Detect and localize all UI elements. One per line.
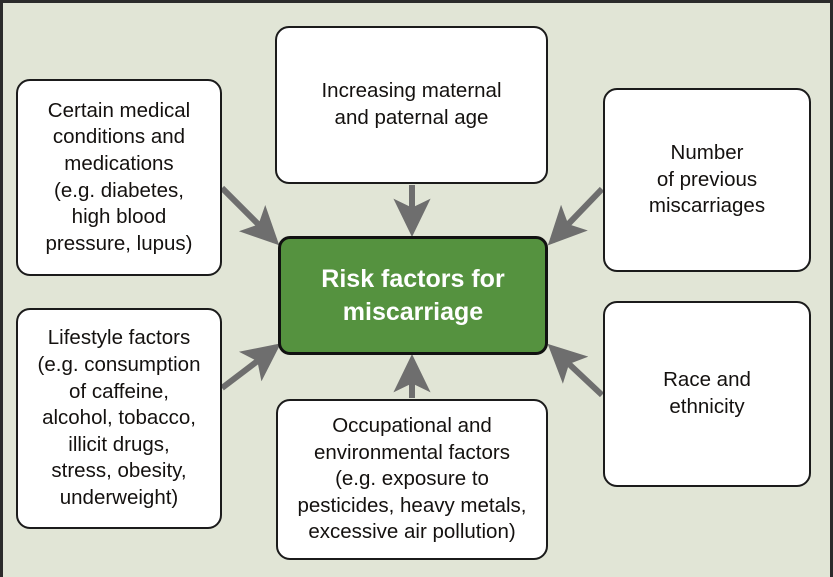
arrow-previous-to-center [547, 186, 605, 246]
arrow-medical-to-center [219, 185, 280, 246]
arrow-lifestyle-to-center [220, 343, 281, 391]
arrow-race-to-center [547, 343, 605, 398]
node-center-risk-factors-for-miscarriage[interactable]: Risk factors for miscarriage [278, 236, 548, 355]
node-label: Number of previous miscarriages [648, 141, 766, 218]
node-increasing-maternal-paternal-age[interactable]: Increasing maternal and paternal age [275, 26, 548, 184]
node-race-and-ethnicity[interactable]: Race and ethnicity [603, 301, 811, 487]
node-label: Certain medical conditions and medicatio… [45, 98, 193, 255]
node-certain-medical-conditions[interactable]: Certain medical conditions and medicatio… [16, 79, 222, 276]
node-label: Occupational and environmental factors (… [297, 413, 527, 544]
center-node-label: Risk factors for miscarriage [321, 264, 505, 326]
node-occupational-environmental-factors[interactable]: Occupational and environmental factors (… [276, 399, 548, 560]
node-label: Lifestyle factors (e.g. consumption of c… [37, 326, 201, 510]
arrow-layer [219, 185, 605, 398]
node-lifestyle-factors[interactable]: Lifestyle factors (e.g. consumption of c… [16, 308, 222, 529]
node-number-of-previous-miscarriages[interactable]: Number of previous miscarriages [603, 88, 811, 272]
node-label: Race and ethnicity [663, 368, 751, 418]
node-label: Increasing maternal and paternal age [321, 79, 502, 129]
